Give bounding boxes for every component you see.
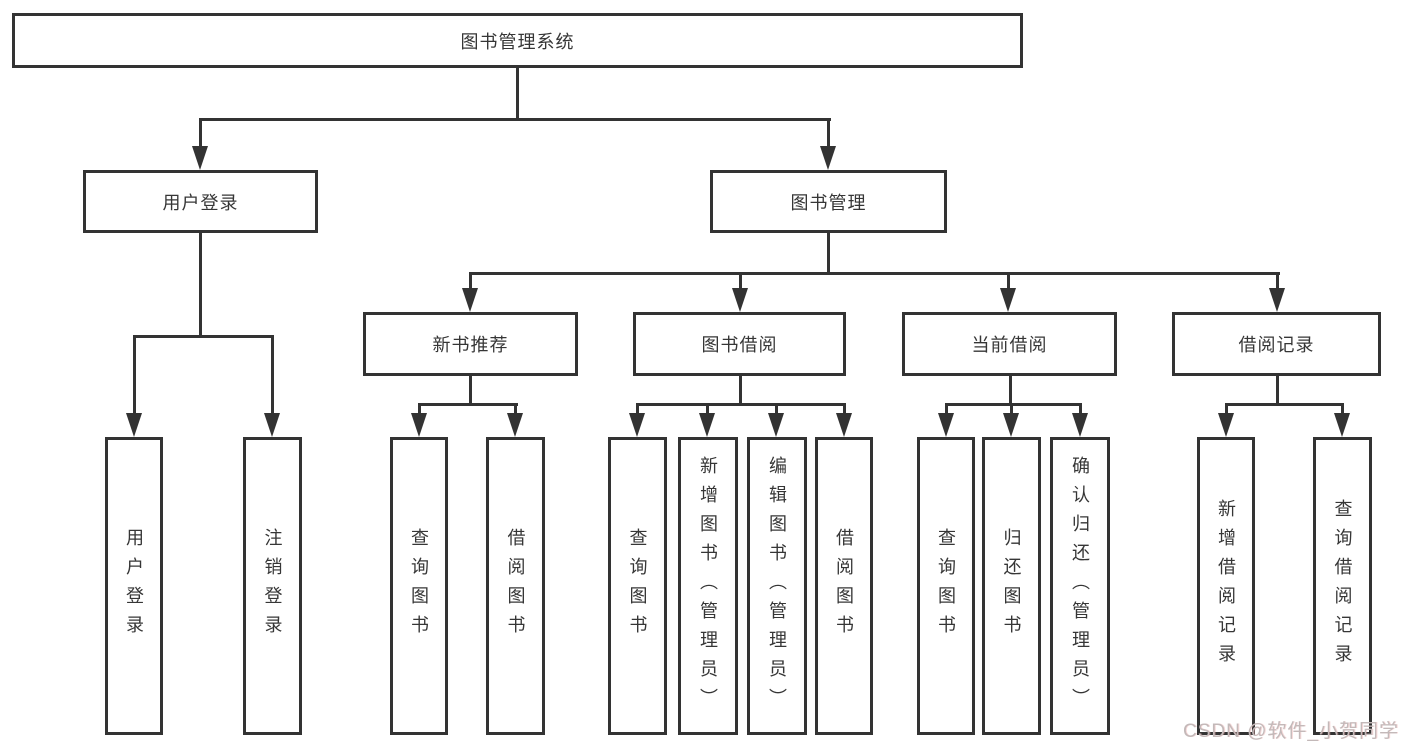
connector-line — [739, 376, 742, 406]
connector-line — [133, 335, 136, 417]
node-borrow-records: 借阅记录 — [1172, 312, 1381, 376]
connector-line — [199, 118, 202, 150]
node-book-borrow: 图书借阅 — [633, 312, 846, 376]
node-label: 用户登录 — [162, 192, 239, 213]
node-new-book-recommend: 新书推荐 — [363, 312, 578, 376]
arrow-down-icon — [462, 288, 478, 312]
leaf-label: 归还图书 — [1001, 528, 1022, 644]
leaf-borrow-edit-book-admin: 编辑图书（管理员） — [747, 437, 807, 735]
connector-line — [945, 403, 948, 417]
connector-line — [418, 403, 518, 406]
connector-line — [199, 233, 202, 338]
connector-line — [1276, 272, 1279, 292]
leaf-label: 借阅图书 — [505, 528, 526, 644]
connector-line — [827, 118, 830, 150]
leaf-label: 查询借阅记录 — [1332, 499, 1353, 673]
connector-line — [1007, 272, 1010, 292]
connector-line — [636, 403, 639, 417]
leaf-label: 注销登录 — [262, 528, 283, 644]
connector-line — [1010, 403, 1013, 417]
arrow-down-icon — [1334, 413, 1350, 437]
csdn-watermark: CSDN @软件_小贺同学 — [1183, 721, 1399, 742]
node-label: 图书管理 — [790, 192, 867, 213]
node-current-borrow: 当前借阅 — [902, 312, 1117, 376]
node-user-login: 用户登录 — [83, 170, 318, 233]
connector-line — [133, 335, 274, 338]
leaf-label: 新增借阅记录 — [1216, 499, 1236, 673]
connector-line — [739, 272, 742, 292]
arrow-down-icon — [768, 413, 784, 437]
node-label: 新书推荐 — [432, 335, 509, 355]
arrow-down-icon — [938, 413, 954, 437]
leaf-label: 查询图书 — [627, 528, 648, 644]
connector-line — [1079, 403, 1082, 417]
connector-line — [199, 118, 831, 121]
leaf-current-return-book: 归还图书 — [982, 437, 1041, 735]
connector-line — [827, 233, 830, 275]
leaf-label: 新增图书（管理员） — [698, 455, 718, 717]
connector-line — [271, 335, 274, 417]
leaf-newbook-borrow-book: 借阅图书 — [486, 437, 545, 735]
node-label: 当前借阅 — [971, 335, 1048, 355]
arrow-down-icon — [732, 288, 748, 312]
leaf-borrow-query-book: 查询图书 — [608, 437, 667, 735]
arrow-down-icon — [699, 413, 715, 437]
arrow-down-icon — [1000, 288, 1016, 312]
arrow-down-icon — [264, 413, 280, 437]
arrow-down-icon — [836, 413, 852, 437]
arrow-down-icon — [126, 413, 142, 437]
connector-line — [843, 403, 846, 417]
connector-line — [1009, 376, 1012, 406]
leaf-label: 借阅图书 — [834, 528, 854, 644]
leaf-label: 查询图书 — [936, 528, 956, 644]
connector-line — [514, 403, 517, 417]
connector-line — [1276, 376, 1279, 406]
arrow-down-icon — [411, 413, 427, 437]
node-label: 借阅记录 — [1238, 335, 1315, 355]
leaf-borrow-borrow-book: 借阅图书 — [815, 437, 873, 735]
arrow-down-icon — [629, 413, 645, 437]
leaf-label: 确认归还（管理员） — [1070, 455, 1090, 717]
arrow-down-icon — [192, 146, 208, 170]
root-node-label: 图书管理系统 — [460, 31, 575, 52]
connector-line — [945, 403, 1082, 406]
connector-line — [636, 403, 846, 406]
connector-line — [516, 68, 519, 120]
arrow-down-icon — [1072, 413, 1088, 437]
arrow-down-icon — [1003, 413, 1019, 437]
arrow-down-icon — [820, 146, 836, 170]
connector-line — [418, 403, 421, 417]
leaf-user-login: 用户登录 — [105, 437, 163, 735]
leaf-current-confirm-return-admin: 确认归还（管理员） — [1050, 437, 1110, 735]
leaf-record-query-record: 查询借阅记录 — [1313, 437, 1372, 735]
connector-line — [1341, 403, 1344, 417]
leaf-record-add-record: 新增借阅记录 — [1197, 437, 1255, 735]
connector-line — [469, 272, 1280, 275]
arrow-down-icon — [1218, 413, 1234, 437]
arrow-down-icon — [1269, 288, 1285, 312]
leaf-label: 编辑图书（管理员） — [767, 455, 787, 717]
connector-line — [775, 403, 778, 417]
node-label: 图书借阅 — [701, 335, 778, 355]
connector-line — [1225, 403, 1344, 406]
root-node-library-system: 图书管理系统 — [12, 13, 1023, 68]
leaf-label: 查询图书 — [409, 528, 429, 644]
connector-line — [1225, 403, 1228, 417]
arrow-down-icon — [507, 413, 523, 437]
leaf-current-query-book: 查询图书 — [917, 437, 975, 735]
node-book-management: 图书管理 — [710, 170, 947, 233]
connector-line — [706, 403, 709, 417]
leaf-borrow-add-book-admin: 新增图书（管理员） — [678, 437, 738, 735]
leaf-label: 用户登录 — [124, 528, 144, 644]
connector-line — [469, 272, 472, 292]
leaf-newbook-query-book: 查询图书 — [390, 437, 448, 735]
leaf-logout: 注销登录 — [243, 437, 302, 735]
connector-line — [469, 376, 472, 406]
